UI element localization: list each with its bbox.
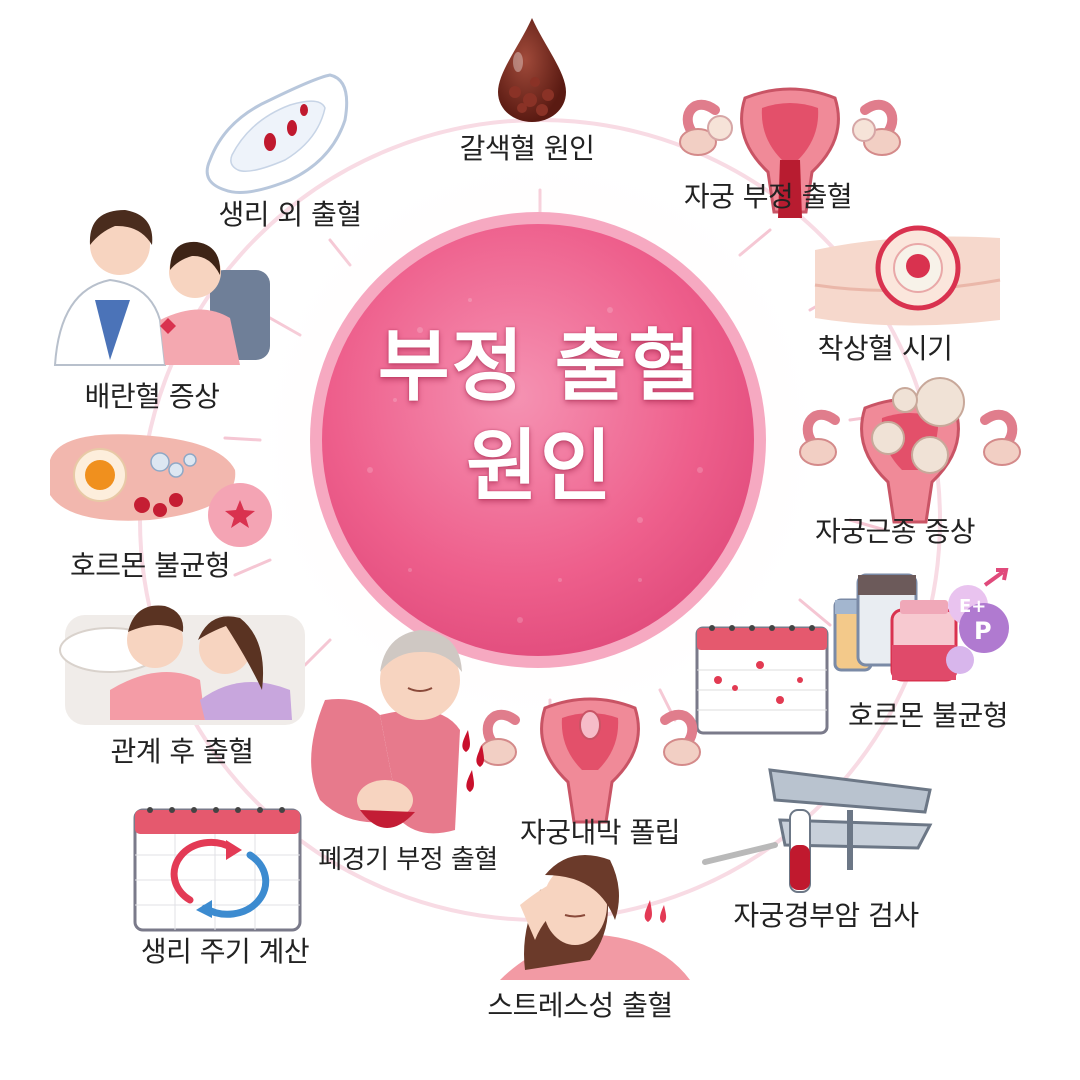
stressed-woman-icon: [500, 855, 690, 980]
label-stress-bleeding: 스트레스성 출혈: [487, 989, 673, 1022]
estrogen-mark: E+: [959, 596, 986, 617]
uterus-bleeding-icon: [680, 89, 900, 218]
center-circle: [322, 224, 754, 656]
cycle-calendar-icon: [133, 807, 302, 932]
center-title-line1: 부정 출혈: [377, 322, 703, 412]
label-hormone-imbalance-left: 호르몬 불균형: [70, 549, 230, 582]
label-post-intercourse-bleeding: 관계 후 출혈: [110, 735, 254, 768]
hormone-medicine-icon: E+ P: [833, 568, 1009, 682]
couple-icon: [59, 605, 305, 725]
menopause-woman-icon: [311, 630, 484, 834]
label-endometrial-polyp: 자궁내막 폴립: [520, 816, 680, 849]
label-uterine-abnormal-bleeding: 자궁 부정 출혈: [683, 180, 853, 213]
label-menopause-bleeding: 폐경기 부정 출혈: [318, 845, 498, 875]
speculum-test-icon: [702, 768, 933, 893]
label-ovulation-bleeding: 배란혈 증상: [84, 380, 220, 413]
label-implantation-timing: 착상혈 시기: [817, 332, 953, 365]
center-title-line2: 원인: [466, 422, 614, 512]
uterus-polyp-icon: [480, 699, 700, 822]
label-hormone-imbalance-right: 호르몬 불균형: [848, 699, 1008, 732]
label-non-menstrual-bleeding: 생리 외 출혈: [218, 198, 362, 231]
bleeding-calendar-icon: [695, 625, 829, 735]
label-brown-blood-cause: 갈색혈 원인: [459, 132, 595, 165]
label-cervical-cancer-test: 자궁경부암 검사: [733, 899, 919, 932]
implantation-icon: [814, 225, 1001, 326]
center-texture: [367, 298, 703, 623]
label-fibroid-symptoms: 자궁근종 증상: [815, 515, 975, 548]
label-cycle-calculation: 생리 주기 계산: [140, 935, 310, 968]
blood-drop-icon: [498, 18, 566, 122]
uterus-fibroid-icon: [800, 377, 1020, 522]
doctor-patient-icon: [53, 210, 270, 366]
ovary-hormone-icon: [50, 434, 272, 547]
pad-icon: [205, 73, 349, 194]
progesterone-mark: P: [974, 617, 992, 645]
